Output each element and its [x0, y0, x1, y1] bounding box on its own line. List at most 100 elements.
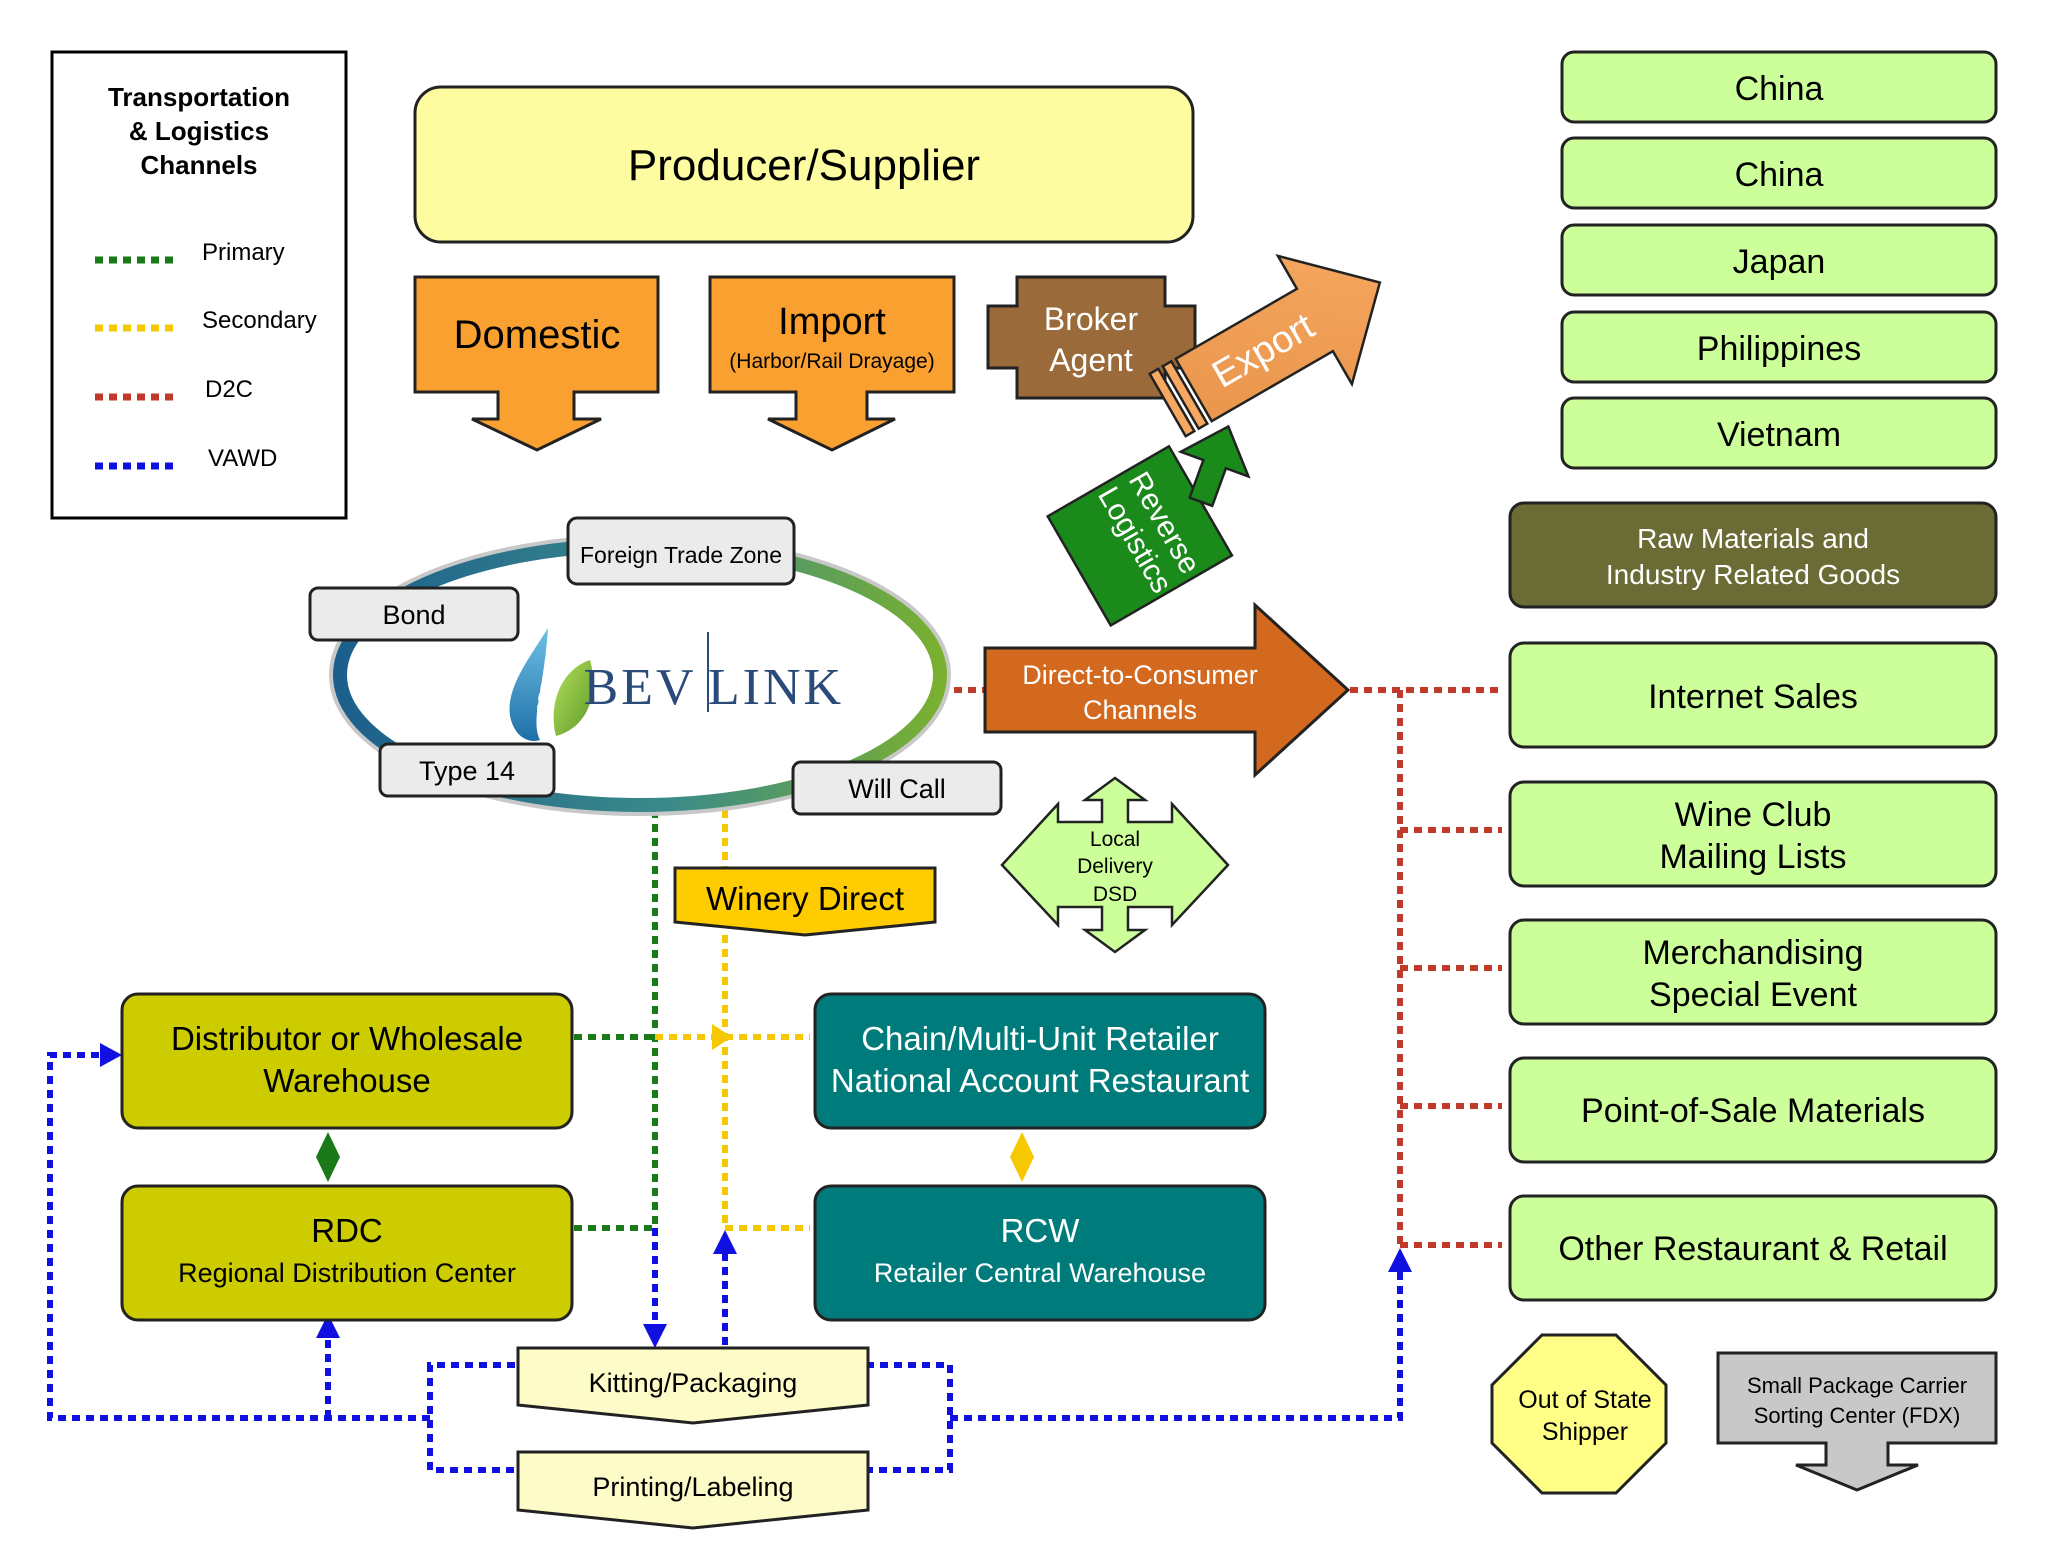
d2c-label-1: Direct-to-Consumer: [1022, 660, 1258, 690]
d2c-label-2: Channels: [1083, 695, 1197, 725]
leaf-icon: [553, 660, 594, 736]
out-of-state-octagon: [1490, 1333, 1668, 1495]
legend-secondary-label: Secondary: [202, 307, 317, 334]
bevlink-hub: BEV LINK Foreign Trade Zone Bond Type 14…: [308, 516, 1003, 816]
bond-tag: [308, 586, 520, 642]
d2c-channel-boxes: Internet Sales Wine Club Mailing Lists M…: [1508, 641, 1998, 1302]
market-box-3: [1560, 223, 1998, 297]
other-restaurant-label: Other Restaurant & Retail: [1558, 1230, 1947, 1268]
bond-label: Bond: [382, 600, 445, 630]
market-label-5: Vietnam: [1717, 416, 1841, 454]
chain-label-2: National Account Restaurant: [831, 1062, 1249, 1099]
type14-tag: [378, 742, 556, 798]
market-box-2: [1560, 136, 1998, 210]
market-box-5: [1560, 396, 1998, 470]
merchandising-box: [1508, 918, 1998, 1026]
domestic-arrow: [413, 275, 660, 452]
legend-d2c-label: D2C: [205, 376, 253, 403]
market-label-4: Philippines: [1697, 330, 1861, 368]
market-label-3: Japan: [1733, 243, 1826, 281]
winery-direct-shape: [673, 866, 937, 937]
distributor-label-2: Warehouse: [263, 1062, 431, 1099]
vawd-lines: [47, 1052, 1403, 1473]
bevlink-logo: BEV LINK: [509, 628, 844, 741]
distributor-label-1: Distributor or Wholesale: [171, 1020, 523, 1057]
rcw-box: [813, 1184, 1267, 1322]
point-of-sale-box: [1508, 1056, 1998, 1164]
export-markets: China China Japan Philippines Vietnam: [1560, 50, 1998, 470]
import-sublabel: (Harbor/Rail Drayage): [729, 350, 934, 373]
import-label: Import: [778, 301, 886, 343]
import-arrow: [708, 275, 956, 452]
spc-label-1: Small Package Carrier: [1747, 1373, 1967, 1398]
rdc-box: [120, 1184, 574, 1322]
local-delivery-arrow: [1000, 776, 1230, 954]
rdc-label-1: RDC: [311, 1212, 383, 1249]
ftz-tag: [566, 516, 796, 586]
raw-materials-box: [1508, 501, 1998, 609]
producer-supplier-label: Producer/Supplier: [628, 141, 980, 190]
legend-title-1: Transportation: [108, 82, 290, 112]
printing-shape: [516, 1450, 870, 1530]
legend: Transportation & Logistics Channels Prim…: [50, 50, 348, 520]
spc-label-2: Sorting Center (FDX): [1754, 1403, 1961, 1428]
primary-diamond: [316, 1132, 340, 1182]
legend-title-3: Channels: [140, 150, 257, 180]
printing-label: Printing/Labeling: [592, 1472, 793, 1502]
internet-sales-box: [1508, 641, 1998, 749]
raw-materials-label-2: Industry Related Goods: [1606, 559, 1900, 590]
merchandising-label-1: Merchandising: [1642, 934, 1863, 972]
legend-box: [50, 50, 348, 520]
will-call-label: Will Call: [848, 774, 946, 804]
legend-vawd-label: VAWD: [208, 445, 277, 472]
internet-sales-label: Internet Sales: [1648, 678, 1858, 716]
merchandising-label-2: Special Event: [1649, 976, 1857, 1014]
secondary-lines: [655, 810, 810, 1231]
kitting-label: Kitting/Packaging: [589, 1368, 798, 1398]
rdc-label-2: Regional Distribution Center: [178, 1258, 516, 1288]
secondary-diamond: [1010, 1132, 1034, 1182]
legend-title-2: & Logistics: [129, 116, 269, 146]
wine-club-box: [1508, 780, 1998, 888]
raw-materials-label-1: Raw Materials and: [1637, 523, 1869, 554]
local-label-2: Delivery: [1077, 855, 1153, 878]
connector-lines: [47, 687, 1502, 1473]
market-box-4: [1560, 310, 1998, 384]
d2c-arrow: [983, 601, 1351, 779]
rcw-label-2: Retailer Central Warehouse: [874, 1258, 1206, 1288]
market-label-1: China: [1735, 70, 1824, 108]
primary-lines: [574, 810, 658, 1231]
rcw-label-1: RCW: [1001, 1212, 1081, 1249]
logo-text-bev: BEV: [584, 659, 697, 716]
wine-club-label-1: Wine Club: [1675, 796, 1832, 834]
market-label-2: China: [1735, 156, 1824, 194]
oos-label-1: Out of State: [1518, 1386, 1651, 1414]
legend-primary-label: Primary: [202, 239, 285, 266]
d2c-lines: [954, 687, 1502, 1248]
type14-label: Type 14: [419, 756, 515, 786]
chain-label-1: Chain/Multi-Unit Retailer: [861, 1020, 1219, 1057]
chain-retailer-box: [813, 992, 1267, 1130]
water-drop-icon: [509, 628, 548, 741]
winery-direct-label: Winery Direct: [706, 880, 904, 917]
local-label-3: DSD: [1093, 883, 1137, 906]
secondary-arrowhead: [712, 1024, 732, 1050]
vawd-arrowheads: [100, 1043, 1412, 1348]
producer-supplier-box: [413, 85, 1195, 244]
point-of-sale-label: Point-of-Sale Materials: [1581, 1092, 1925, 1130]
domestic-label: Domestic: [454, 313, 621, 357]
market-box-1: [1560, 50, 1998, 124]
logo-text-link: LINK: [708, 659, 844, 716]
kitting-shape: [516, 1346, 870, 1425]
ftz-label: Foreign Trade Zone: [580, 542, 782, 568]
other-restaurant-box: [1508, 1194, 1998, 1302]
broker-label-2: Agent: [1049, 342, 1133, 378]
export-arrow: Export: [1147, 253, 1382, 438]
will-call-tag: [791, 760, 1003, 816]
distributor-box: [120, 992, 574, 1130]
wine-club-label-2: Mailing Lists: [1659, 838, 1846, 876]
broker-label-1: Broker: [1044, 301, 1139, 337]
road-icon: [537, 641, 560, 725]
small-package-carrier-shape: [1716, 1351, 1998, 1492]
